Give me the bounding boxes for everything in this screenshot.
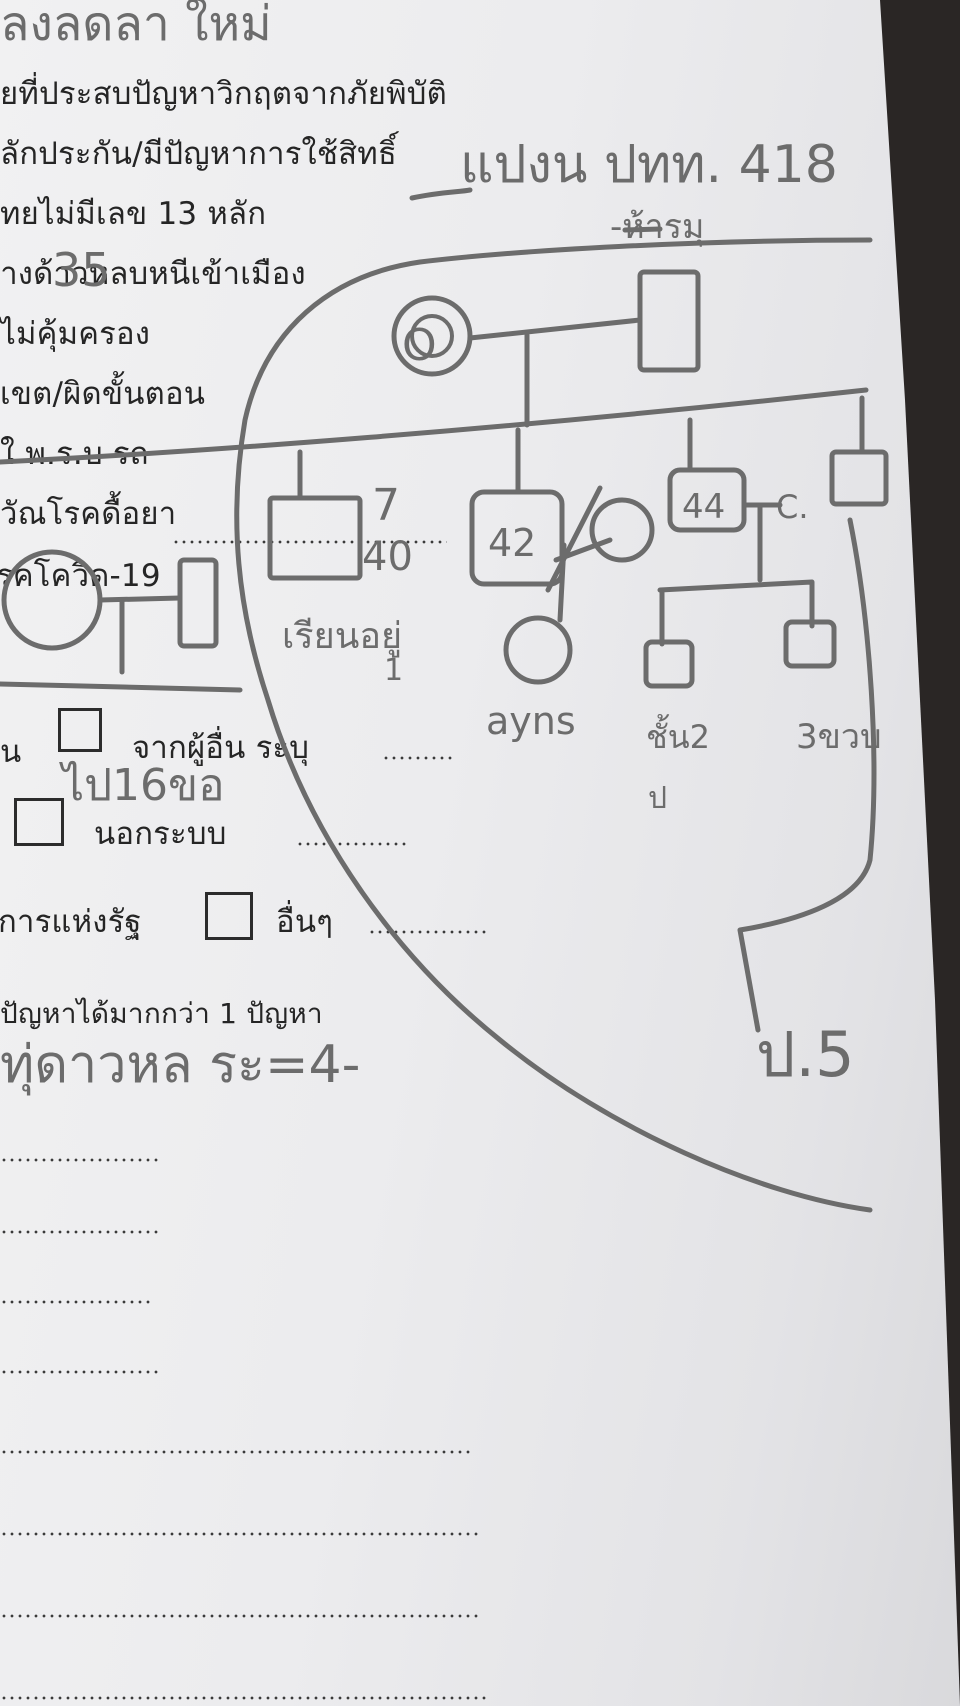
dotted-line — [0, 1370, 158, 1374]
father-square — [637, 269, 701, 373]
form-line-drug-resistant-tb: วัณโรคดื้อยา — [0, 496, 177, 532]
dotted-line — [382, 756, 454, 760]
child2-age: 42 — [488, 521, 536, 565]
child2-square — [469, 489, 565, 587]
grandchild-note: ayns — [486, 699, 576, 743]
hw-bottom-note: ทุ่ดาวหล ระ=4- — [0, 1035, 360, 1096]
dotted-line — [0, 1614, 482, 1618]
left-square — [177, 557, 219, 649]
left-circle — [1, 549, 103, 651]
form-line-illegal-migrant: ่างด้าวหลบหนีเข้าเมือง — [0, 256, 306, 292]
form-line-insurance: ลักประกัน/มีปัญหาการใช้สิทธิ์ — [0, 136, 397, 172]
hw-father-label: O — [402, 320, 437, 371]
child1-age2: 40 — [362, 534, 413, 580]
left-separator — [0, 681, 243, 693]
hw-top-right-note: -ห้ารมุ — [610, 207, 704, 247]
label-other: อื่นๆ — [276, 904, 334, 940]
grandchild-circle — [503, 615, 573, 685]
dotted-line — [0, 1230, 158, 1234]
child2-spouse-circle — [589, 497, 655, 563]
grandchild2-square — [783, 619, 837, 669]
child1-square — [267, 495, 363, 581]
dotted-line — [0, 1450, 472, 1454]
dotted-line — [296, 842, 408, 846]
enclosure-loop — [234, 237, 873, 1213]
hw-right-note: แปงน ปทท. 418 — [460, 135, 838, 195]
note-multiple-problems: ปัญหาได้มากกว่า 1 ปัญหา — [0, 997, 323, 1030]
grandchildren-line — [657, 579, 815, 629]
dotted-line — [172, 540, 447, 544]
label-out-of-system: นอกระบบ — [94, 816, 227, 852]
checkbox-referral[interactable] — [58, 708, 102, 752]
form-line-out-of-zone: เขต/ผิดขั้นตอน — [0, 376, 206, 412]
enclosure-tail — [737, 517, 877, 1033]
grandchild1-square — [643, 639, 695, 689]
marriage-line — [467, 317, 643, 341]
divorce-slash — [545, 485, 603, 593]
dash-stroke — [622, 226, 663, 233]
mother-inner-circle — [410, 314, 454, 358]
hw-bottom-right-note: ป.5 — [756, 1018, 855, 1091]
grandchild2-note: 3ขวบ — [796, 717, 882, 757]
hw-top-fragment: ลงลดลา ใหม่ — [0, 0, 272, 52]
underline-stroke — [409, 187, 473, 201]
form-line-disaster: ยที่ประสบปัญหาวิกฤตจากภัยพิบัติ — [0, 76, 447, 112]
child3-spouse-label: C. — [776, 488, 809, 526]
dotted-line — [0, 1300, 150, 1304]
child2-descent-line — [557, 542, 567, 623]
form-line-not-covered: ู้ไม่คุ้มครอง — [0, 316, 151, 352]
grandchild1-sub: ป — [648, 781, 667, 816]
child3-age: 44 — [682, 487, 725, 527]
child4-square — [829, 449, 889, 507]
child1-note: เรียนอยู่ — [282, 616, 402, 658]
sibling-line — [0, 387, 869, 465]
dotted-line — [368, 930, 488, 934]
dotted-line — [0, 1532, 482, 1536]
form-line-no-id: ทยไม่มีเลข 13 หลัก — [0, 196, 267, 232]
hw-side-number: 35 — [52, 243, 111, 297]
dotted-line — [0, 1158, 158, 1162]
label-state-agency: การแห่งรัฐ — [0, 904, 142, 940]
grandchild1-note: ชั้น2 — [646, 714, 710, 756]
checkbox-out-of-system[interactable] — [14, 798, 64, 846]
left-marriage-line — [97, 595, 183, 603]
prefix-fragment: น — [0, 734, 22, 770]
checkbox-state-agency[interactable] — [205, 892, 253, 940]
child1-note2: 1 — [384, 653, 403, 688]
child1-age: 7 — [372, 480, 400, 531]
dotted-line — [0, 1696, 490, 1700]
child3-square — [667, 467, 747, 533]
hw-left-note: ไป16ขอ — [59, 760, 225, 811]
